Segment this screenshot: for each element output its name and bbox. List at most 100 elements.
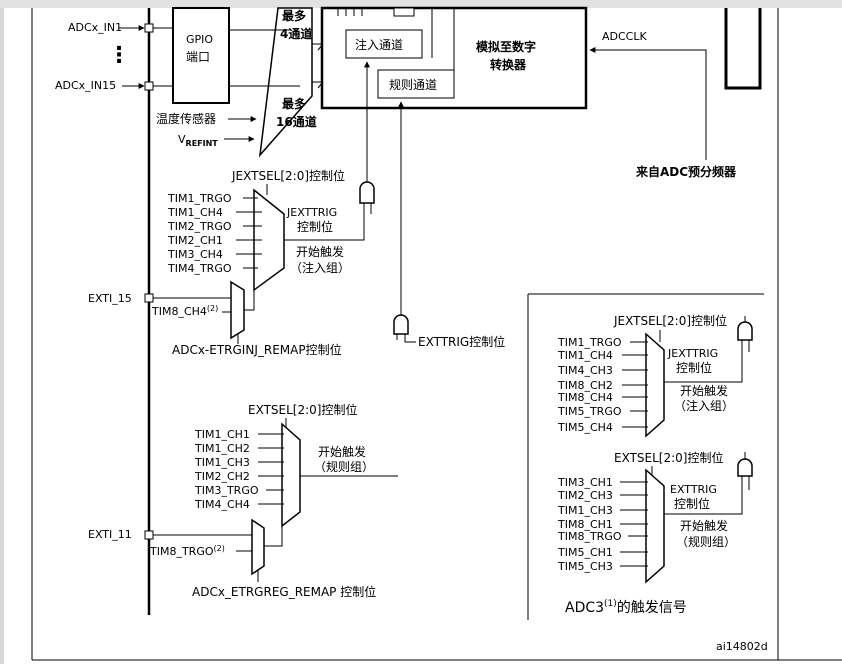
adc3-reg-src-4: TIM8_TRGO — [557, 530, 622, 543]
adc3-reg-src-2: TIM1_CH3 — [557, 504, 613, 517]
regular-trigger-mux — [281, 422, 301, 528]
adc-converter-label-2: 转换器 — [490, 57, 527, 72]
jextsel-label: JEXTSEL[2:0]控制位 — [231, 168, 345, 183]
adc3-reg-src-5: TIM5_CH1 — [557, 546, 613, 559]
adc3-inj-src-0: TIM1_TRGO — [557, 336, 622, 349]
reg-src-2: TIM1_CH3 — [194, 456, 250, 469]
max-16-label-b: 16通道 — [276, 114, 317, 129]
inj-src-0: TIM1_TRGO — [167, 192, 232, 205]
vrefint-label: VREFINT — [178, 133, 218, 148]
inj-mux-to-gate — [284, 203, 365, 241]
adc3-reg-mux-to-gate — [664, 476, 743, 515]
adc3-injected-and-gate — [737, 321, 753, 341]
adc3-reg-src-3: TIM8_CH1 — [557, 518, 613, 531]
inj-remap-label: ADCx-ETRGINJ_REMAP控制位 — [172, 342, 342, 357]
adc3-regular-and-gate — [737, 458, 753, 477]
exti11-label: EXTI_11 — [88, 528, 132, 541]
adc3-inj-start-a: 开始触发 — [680, 383, 728, 398]
adc-in15-pin — [144, 81, 154, 91]
data-register-stub-1 — [393, 7, 415, 17]
regular-and-gate — [393, 314, 409, 335]
reg-src-0: TIM1_CH1 — [194, 428, 250, 441]
jexttrig-label-a: JEXTTRIG — [286, 206, 337, 219]
adc3-jexttrig-label-b: 控制位 — [676, 360, 712, 375]
injected-channel-box — [345, 29, 423, 59]
adc3-inj-src-6: TIM5_CH4 — [557, 421, 613, 434]
inj-start-label-a: 开始触发 — [296, 244, 344, 259]
adc-in1-pin — [144, 23, 154, 33]
adc3-regular-mux — [645, 468, 665, 584]
inj-src-3: TIM2_CH1 — [167, 234, 223, 247]
figure-id: ai14802d — [716, 640, 768, 653]
adc3-reg-start-a: 开始触发 — [680, 518, 728, 533]
exti15-pin — [144, 293, 154, 303]
inj-remap-mux — [230, 280, 245, 340]
gpio-block — [172, 7, 230, 104]
adc3-inj-src-3: TIM8_CH2 — [557, 379, 613, 392]
exttrig-ctrl-wire — [404, 334, 416, 343]
inj-src-2: TIM2_TRGO — [167, 220, 232, 233]
reg-src-4: TIM3_TRGO — [194, 484, 259, 497]
adc3-exttrig-label-b: 控制位 — [674, 496, 710, 511]
adc3-reg-src-1: TIM2_CH3 — [557, 489, 613, 502]
page-left-border — [0, 0, 4, 664]
adcclk-wire — [589, 47, 707, 160]
adc3-reg-src-0: TIM3_CH1 — [557, 476, 613, 489]
inj-src-1: TIM1_CH4 — [167, 206, 223, 219]
inj-src-4: TIM3_CH4 — [167, 248, 223, 261]
adc3-reg-src-6: TIM5_CH3 — [557, 560, 613, 573]
max-4-label-b: 4通道 — [280, 26, 312, 41]
reg-tim8-label: TIM8_TRGO(2) — [149, 544, 225, 558]
regular-channel-label: 规则通道 — [389, 77, 437, 92]
gpio-label: GPIO — [186, 33, 213, 46]
right-register-block — [724, 8, 762, 90]
adc-converter-label-1: 模拟至数字 — [476, 39, 536, 54]
page-top-border — [0, 0, 842, 8]
adc3-inj-start-b: （注入组） — [674, 398, 734, 413]
extsel-label: EXTSEL[2:0]控制位 — [248, 402, 357, 417]
adc3-reg-start-b: （规则组） — [676, 534, 736, 549]
reg-src-5: TIM4_CH4 — [194, 498, 250, 511]
adc3-caption: ADC3(1)的触发信号 — [565, 599, 687, 616]
reg-remap-mux — [251, 518, 265, 576]
jexttrig-label-b: 控制位 — [297, 219, 333, 234]
adc-in15-label: ADCx_IN15 — [55, 79, 116, 92]
adc3-inj-src-2: TIM4_CH3 — [557, 364, 613, 377]
adc3-extsel-label: EXTSEL[2:0]控制位 — [614, 450, 723, 465]
reg-src-1: TIM1_CH2 — [194, 442, 250, 455]
adc3-jexttrig-label-a: JEXTTRIG — [667, 347, 718, 360]
reg-remap-label: ADCx_ETRGREG_REMAP 控制位 — [192, 584, 376, 599]
reg-start-label-b: （规则组） — [314, 459, 374, 474]
inj-tim8-label: TIM8_CH4(2) — [151, 304, 218, 318]
adc3-exttrig-label-a: EXTTRIG — [670, 483, 717, 496]
channel-mux — [258, 7, 313, 158]
temp-sensor-label: 温度传感器 — [156, 111, 216, 126]
adc-in1-label: ADCx_IN1 — [68, 21, 122, 34]
injected-and-gate — [359, 181, 375, 204]
gpio-port-label: 端口 — [186, 50, 210, 64]
exttrig-label: EXTTRIG控制位 — [418, 334, 505, 349]
reg-start-label-a: 开始触发 — [318, 444, 366, 459]
max-4-label-a: 最多 — [282, 8, 306, 23]
reg-remap-out — [264, 520, 283, 547]
exti15-label: EXTI_15 — [88, 292, 132, 305]
adc3-injected-mux — [645, 332, 665, 438]
exti11-pin — [144, 530, 154, 540]
inj-start-label-b: （注入组） — [290, 260, 350, 275]
adc3-jextsel-label: JEXTSEL[2:0]控制位 — [613, 313, 727, 328]
inj-src-5: TIM4_TRGO — [167, 262, 232, 275]
ellipsis-dots: ⋮ — [108, 43, 130, 68]
adc3-inj-src-1: TIM1_CH4 — [557, 349, 613, 362]
adc3-inj-src-5: TIM5_TRGO — [557, 405, 622, 418]
inj-remap-out — [244, 282, 255, 311]
injected-trigger-mux — [253, 188, 285, 292]
injected-channel-label: 注入通道 — [355, 37, 403, 52]
adcclk-label: ADCCLK — [602, 30, 647, 43]
adc3-inj-src-4: TIM8_CH4 — [557, 391, 613, 404]
reg-src-3: TIM2_CH2 — [194, 470, 250, 483]
adc3-inj-mux-to-gate — [664, 340, 743, 383]
max-16-label-a: 最多 — [282, 96, 306, 111]
adc-prescaler-label: 来自ADC预分频器 — [635, 164, 737, 179]
